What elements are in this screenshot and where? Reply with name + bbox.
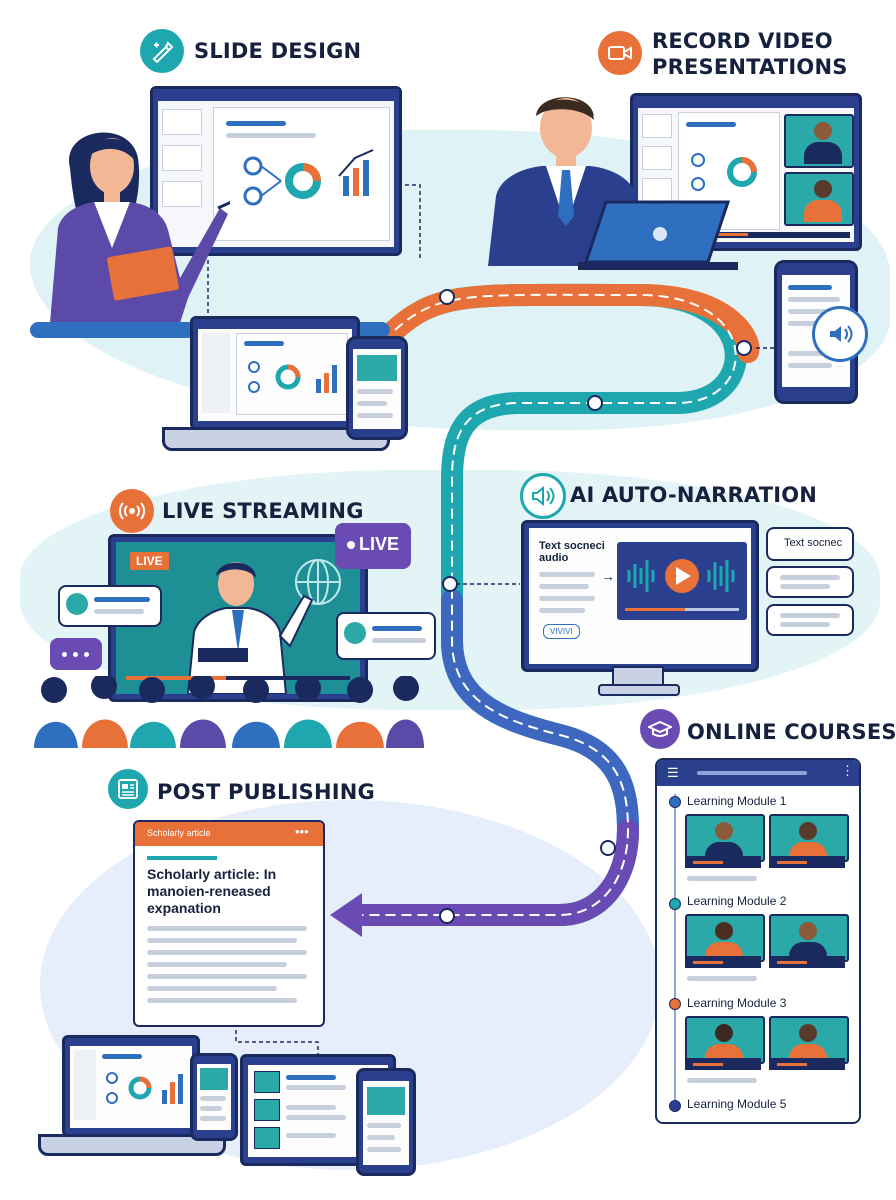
article-title-2: manoien-reneased xyxy=(147,883,271,899)
record-video-title-line2: PRESENTATIONS xyxy=(652,55,848,79)
ai-narration-title: AI AUTO-NARRATION xyxy=(570,483,818,507)
article-header: Scholarly article xyxy=(147,828,211,838)
chat-comment-right xyxy=(336,612,436,660)
typing-bubble xyxy=(50,638,102,670)
slide-phone xyxy=(346,336,408,440)
live-chat-bubble: LIVE xyxy=(335,523,411,569)
broadcast-icon xyxy=(110,489,154,533)
arrow-right-icon: → xyxy=(601,568,615,584)
narration-screen-button[interactable]: VIVIVI xyxy=(543,624,580,639)
slide-laptop xyxy=(190,316,360,430)
narration-monitor: Text socneci audio VIVIVI → xyxy=(521,520,759,672)
module-1-video-1[interactable] xyxy=(685,814,765,862)
slide-design-icon xyxy=(140,29,184,73)
module-3-video-2[interactable] xyxy=(769,1016,849,1064)
record-video-title-line1: RECORD VIDEO xyxy=(652,29,833,53)
narration-bubble-text: Text socnec xyxy=(784,537,843,549)
module-5-label[interactable]: Learning Module 5 xyxy=(687,1097,787,1111)
more-icon[interactable]: ••• xyxy=(295,824,309,839)
live-bubble-dot xyxy=(347,541,355,549)
module-dot-2 xyxy=(669,898,681,910)
video-camera-icon xyxy=(598,31,642,75)
narration-monitor-base xyxy=(598,684,680,696)
audience-illustration xyxy=(34,676,424,748)
live-badge: LIVE xyxy=(130,552,169,570)
slide-design-title: SLIDE DESIGN xyxy=(194,39,362,63)
presenter-woman-illustration xyxy=(50,132,230,323)
slide-design-board xyxy=(150,86,402,256)
live-streaming-title: LIVE STREAMING xyxy=(162,499,364,523)
article-icon xyxy=(108,769,148,809)
online-courses-title: ONLINE COURSES xyxy=(687,720,896,744)
module-3-video-1[interactable] xyxy=(685,1016,765,1064)
laptop-icon xyxy=(578,200,738,270)
narration-bubble-3 xyxy=(766,604,854,636)
post-publishing-title: POST PUBLISHING xyxy=(157,780,375,804)
module-dot-5 xyxy=(669,1100,681,1112)
module-1-video-2[interactable] xyxy=(769,814,849,862)
module-dot-3 xyxy=(669,998,681,1010)
hamburger-menu-icon[interactable]: ☰ xyxy=(667,765,679,780)
publish-phone-2 xyxy=(356,1068,416,1176)
more-options-icon[interactable]: ⋮ xyxy=(841,763,854,778)
graduation-cap-icon xyxy=(640,709,680,749)
live-bubble-label: LIVE xyxy=(359,534,400,554)
course-panel-header: ☰ ⋮ xyxy=(657,760,859,786)
publish-laptop-base xyxy=(38,1134,226,1156)
publish-phone-1 xyxy=(190,1053,238,1141)
audio-player[interactable] xyxy=(617,542,747,620)
course-panel: ☰ ⋮ Learning Module 1 Learning Module 2 … xyxy=(655,758,861,1124)
narration-screen-text-1: Text socneci xyxy=(539,540,605,552)
module-2-label[interactable]: Learning Module 2 xyxy=(687,894,787,908)
doctor-presenter-illustration xyxy=(186,562,314,694)
narration-speaker-icon xyxy=(520,473,566,519)
publish-laptop xyxy=(62,1035,200,1137)
narration-bubble-2 xyxy=(766,566,854,598)
module-1-label[interactable]: Learning Module 1 xyxy=(687,794,787,808)
module-2-video-1[interactable] xyxy=(685,914,765,962)
article-card: Scholarly article ••• Scholarly article:… xyxy=(133,820,325,1027)
module-2-video-2[interactable] xyxy=(769,914,849,962)
module-dot-1 xyxy=(669,796,681,808)
article-title-1: Scholarly article: In xyxy=(147,866,277,882)
article-title-3: expanation xyxy=(147,900,221,916)
module-3-label[interactable]: Learning Module 3 xyxy=(687,996,787,1010)
narration-text-bubble: Text socnec xyxy=(766,527,854,561)
speaker-icon xyxy=(812,306,868,362)
chat-comment-left xyxy=(58,585,162,627)
narration-screen-text-2: audio xyxy=(539,552,569,564)
